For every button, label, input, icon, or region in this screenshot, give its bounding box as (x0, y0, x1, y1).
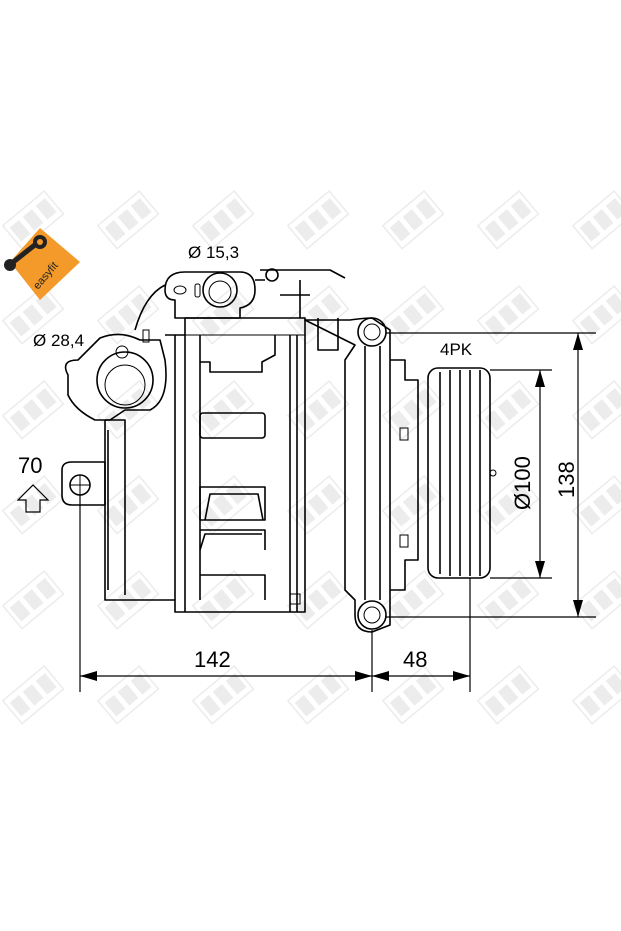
nrf-watermark-tile (286, 664, 350, 725)
nrf-watermark (1, 189, 621, 725)
nrf-watermark-tile (571, 284, 621, 345)
dimension-lines (16, 332, 596, 692)
nrf-watermark-tile (571, 664, 621, 725)
pulley-diameter-label: Ø100 (510, 456, 535, 510)
nrf-watermark-tile (571, 474, 621, 535)
nrf-watermark-tile (191, 189, 255, 250)
nrf-watermark-tile (381, 284, 445, 345)
nrf-watermark-tile (1, 474, 65, 535)
port-large-label: Ø 28,4 (33, 331, 84, 350)
easyfit-logo: easyfit (4, 228, 80, 300)
nrf-watermark-tile (381, 379, 445, 440)
nrf-watermark-tile (191, 664, 255, 725)
clutch-length-label: 48 (403, 647, 427, 672)
nrf-watermark-tile (96, 284, 160, 345)
nrf-watermark-tile (191, 284, 255, 345)
port-small-label: Ø 15,3 (188, 243, 239, 262)
nrf-watermark-tile (381, 569, 445, 630)
nrf-watermark-tile (381, 664, 445, 725)
nrf-watermark-tile (381, 474, 445, 535)
nrf-watermark-tile (191, 569, 255, 630)
nrf-watermark-tile (571, 379, 621, 440)
nrf-watermark-tile (1, 569, 65, 630)
nrf-watermark-tile (96, 189, 160, 250)
arrow-up-icon (16, 484, 50, 513)
height-label: 138 (554, 461, 579, 498)
nrf-watermark-tile (381, 189, 445, 250)
nrf-watermark-tile (571, 569, 621, 630)
nrf-watermark-tile (476, 379, 540, 440)
nrf-watermark-tile (476, 189, 540, 250)
compressor-body (61, 268, 346, 613)
nrf-watermark-tile (191, 474, 255, 535)
nrf-watermark-tile (476, 664, 540, 725)
belt-label: 4PK (440, 340, 473, 359)
mount-height-label: 70 (18, 453, 42, 478)
nrf-watermark-tile (571, 189, 621, 250)
nrf-watermark-tile (191, 379, 255, 440)
nrf-watermark-tile (476, 569, 540, 630)
nrf-watermark-tile (476, 284, 540, 345)
nrf-watermark-tile (1, 379, 65, 440)
nrf-watermark-tile (1, 664, 65, 725)
pulley (427, 367, 497, 579)
nrf-watermark-tile (286, 189, 350, 250)
nrf-watermark-tile (96, 474, 160, 535)
nrf-watermark-tile (96, 664, 160, 725)
body-length-label: 142 (194, 647, 231, 672)
